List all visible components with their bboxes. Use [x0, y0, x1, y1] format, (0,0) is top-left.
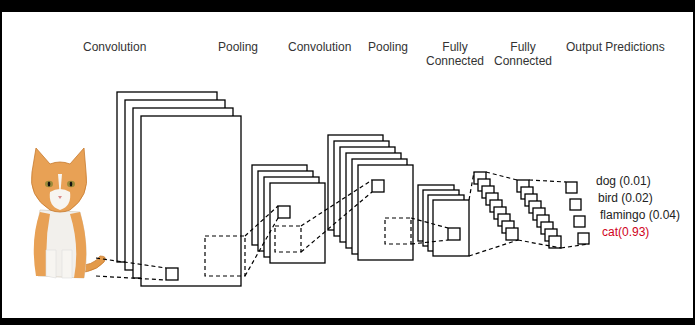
class-score: cat(0.93)	[602, 225, 649, 239]
layer-heading: Fully Connected	[491, 40, 555, 68]
conv1-maps	[117, 92, 241, 286]
fc2-units	[517, 180, 561, 248]
layer-heading: Pooling	[368, 40, 408, 54]
layer-heading: Pooling	[218, 40, 258, 54]
conv2-maps	[328, 135, 413, 260]
pool2-maps	[418, 185, 469, 256]
layer-heading: Convolution	[288, 40, 351, 54]
layer-heading: Output Predictions	[566, 40, 665, 54]
class-score: flamingo (0.04)	[600, 208, 680, 222]
cat-picture	[31, 148, 105, 278]
class-score: dog (0.01)	[596, 174, 651, 188]
output-units	[566, 182, 589, 244]
kernel-squares	[166, 180, 460, 280]
fc1-units	[474, 172, 518, 240]
pool1-maps	[252, 165, 325, 263]
class-score: bird (0.02)	[598, 191, 653, 205]
projection-lines	[96, 172, 589, 280]
layer-heading: Convolution	[83, 40, 146, 54]
layer-heading: Fully Connected	[423, 40, 487, 68]
